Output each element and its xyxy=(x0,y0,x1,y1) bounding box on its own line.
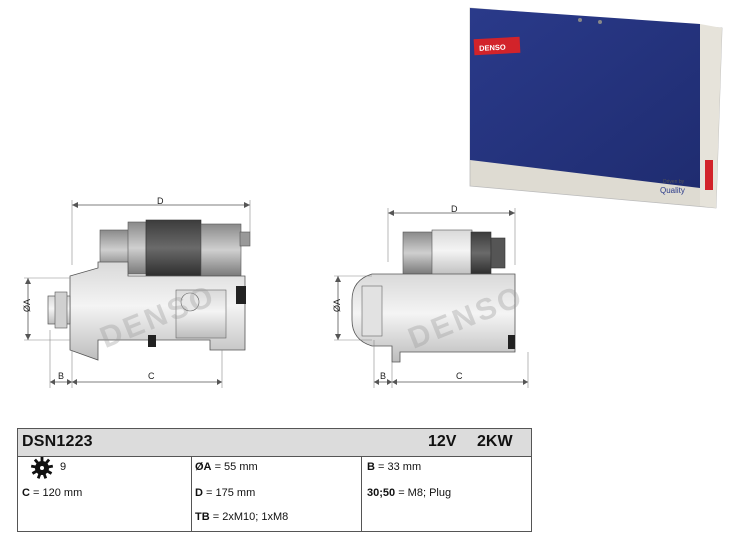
spec-header: DSN1223 12V 2KW xyxy=(18,429,531,457)
dim-a-label-right: ØA xyxy=(332,299,342,312)
box-tagline: Quality xyxy=(660,186,685,195)
spec-d-value: = 175 mm xyxy=(206,487,256,499)
spec-a-value: = 55 mm xyxy=(214,461,258,473)
spec-b-label: B xyxy=(367,461,375,473)
spec-a: ØA = 55 mm xyxy=(195,461,258,473)
dim-d-label-left: D xyxy=(157,196,164,206)
dim-c-label-left: C xyxy=(148,371,155,381)
spec-column-2: ØA = 55 mm D = 175 mm TB = 2xM10; 1xM8 xyxy=(191,456,362,531)
spec-column-3: B = 33 mm 30;50 = M8; Plug xyxy=(361,456,531,531)
part-number: DSN1223 xyxy=(22,433,93,450)
power-rating: 2KW xyxy=(477,433,513,450)
voltage: 12V xyxy=(428,433,457,450)
spec-b-value: = 33 mm xyxy=(378,461,422,473)
spec-b: B = 33 mm xyxy=(367,461,421,473)
teeth-count: 9 xyxy=(60,461,67,473)
spec-tb: TB = 2xM10; 1xM8 xyxy=(195,511,288,523)
pinion-gear-icon xyxy=(30,456,54,480)
dim-c-label-right: C xyxy=(456,371,463,381)
spec-tb-value: = 2xM10; 1xM8 xyxy=(212,511,289,523)
spec-d: D = 175 mm xyxy=(195,487,255,499)
spec-c: C = 120 mm xyxy=(22,487,82,499)
starter-front-view: D DENSO ØA B C xyxy=(332,204,529,388)
spec-column-1: 9 C = 120 mm xyxy=(18,456,192,531)
spec-a-label: ØA xyxy=(195,461,212,473)
product-box-image: DENSO Driven by Quality xyxy=(469,7,723,209)
spec-terminals: 30;50 = M8; Plug xyxy=(367,487,451,499)
spec-c-label: C xyxy=(22,487,30,499)
dim-b-label-left: B xyxy=(58,371,64,381)
spec-d-label: D xyxy=(195,487,203,499)
dim-b-label-right: B xyxy=(380,371,386,381)
box-tagline-small: Driven by xyxy=(663,179,685,185)
spec-terminals-value: = M8; Plug xyxy=(398,487,452,499)
spec-table: DSN1223 12V 2KW 9 xyxy=(17,428,532,532)
spec-terminals-label: 30;50 xyxy=(367,487,396,499)
spec-tb-label: TB xyxy=(195,511,210,523)
dim-a-label-left: ØA xyxy=(22,299,32,312)
starter-side-view: D DENSO ØA B C xyxy=(22,196,251,388)
technical-drawing: DENSO Driven by Quality D DENSO xyxy=(22,7,723,388)
dim-d-label-right: D xyxy=(451,204,458,214)
spec-c-value: = 120 mm xyxy=(33,487,83,499)
box-brand-logo: DENSO xyxy=(479,43,506,53)
